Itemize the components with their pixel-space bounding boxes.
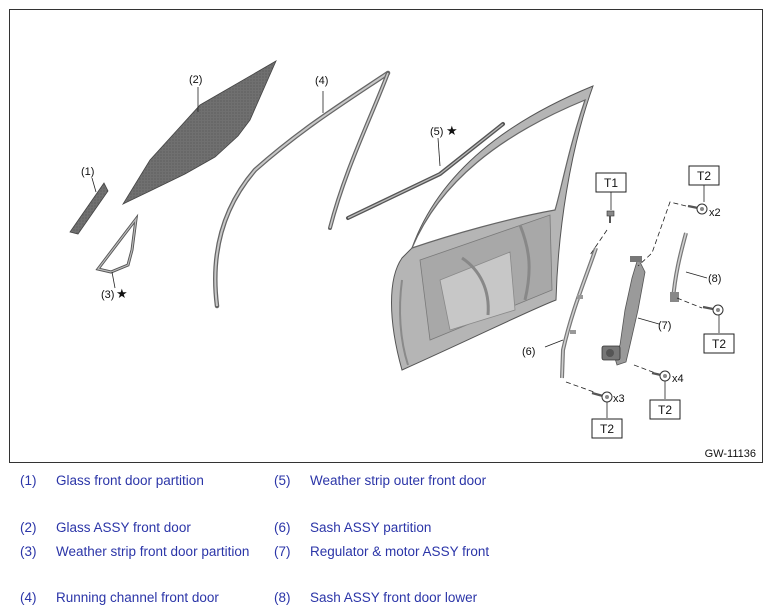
bolt-lower-right-icon [702, 304, 724, 316]
callout-7: (7) [658, 320, 671, 332]
leader-8 [685, 271, 708, 279]
bolt-t1-icon [606, 210, 615, 223]
qty-x4: x4 [672, 373, 684, 385]
bolt-x2-icon [687, 203, 708, 215]
leader-3 [111, 271, 116, 289]
legend-num: (5) [274, 473, 291, 488]
qty-x2: x2 [709, 207, 721, 219]
callout-2: (2) [189, 74, 202, 86]
torque-label-t2-x2: T2 [697, 169, 711, 183]
front-door-panel [391, 85, 594, 371]
bolt-x4-icon [651, 370, 671, 382]
legend-num: (3) [20, 544, 37, 559]
legend-num: (8) [274, 590, 291, 605]
leader-5 [437, 137, 441, 167]
legend-num: (6) [274, 520, 291, 535]
torque-label-t2-x3: T2 [600, 422, 614, 436]
callout-4: (4) [315, 75, 328, 87]
parts-legend: (1) Glass front door partition (2) Glass… [0, 470, 773, 615]
regulator-motor-unit [601, 345, 621, 361]
part-6-sash-partition [560, 247, 598, 379]
qty-x3: x3 [613, 393, 625, 405]
legend-text: Glass ASSY front door [56, 520, 191, 535]
torque-box-t2-lower-right [703, 333, 735, 354]
torque-box-t2-x3 [591, 418, 623, 439]
legend-num: (7) [274, 544, 291, 559]
callout-5: (5) [430, 126, 443, 138]
legend-text: Sash ASSY front door lower [310, 590, 478, 605]
figure-code: GW-11136 [705, 448, 756, 460]
legend-num: (2) [20, 520, 37, 535]
legend-text: Glass front door partition [56, 473, 204, 488]
leader-7 [637, 317, 660, 325]
torque-label-t1: T1 [604, 176, 618, 190]
legend-num: (1) [20, 473, 37, 488]
legend-text: Weather strip front door partition [56, 544, 250, 559]
torque-label-t2-x4: T2 [658, 403, 672, 417]
leader-1 [91, 177, 97, 193]
star-5-icon: ★ [446, 124, 458, 139]
torque-box-t2-x4 [649, 399, 681, 420]
part-1-partition-glass [69, 182, 109, 235]
callout-1: (1) [81, 166, 94, 178]
callout-8: (8) [708, 273, 721, 285]
part-2-door-glass [121, 60, 277, 205]
legend-text: Regulator & motor ASSY front [310, 544, 490, 559]
legend-num: (4) [20, 590, 37, 605]
callout-6: (6) [522, 346, 535, 358]
torque-label-t2-lower-right: T2 [712, 337, 726, 351]
legend-text: Running channel front door [56, 590, 219, 605]
callout-3: (3) [101, 289, 114, 301]
bolt-x3-icon [591, 391, 613, 403]
diagram-svg: (1) (2) (3) ★ (4) (5) ★ [69, 60, 756, 460]
legend-text: Weather strip outer front door [310, 473, 487, 488]
star-3-icon: ★ [116, 287, 128, 302]
part-7-regulator-motor [613, 256, 646, 366]
legend-text: Sash ASSY partition [310, 520, 432, 535]
leader-6 [544, 339, 564, 348]
exploded-parts-diagram: (1) (2) (3) ★ (4) (5) ★ [9, 9, 763, 463]
